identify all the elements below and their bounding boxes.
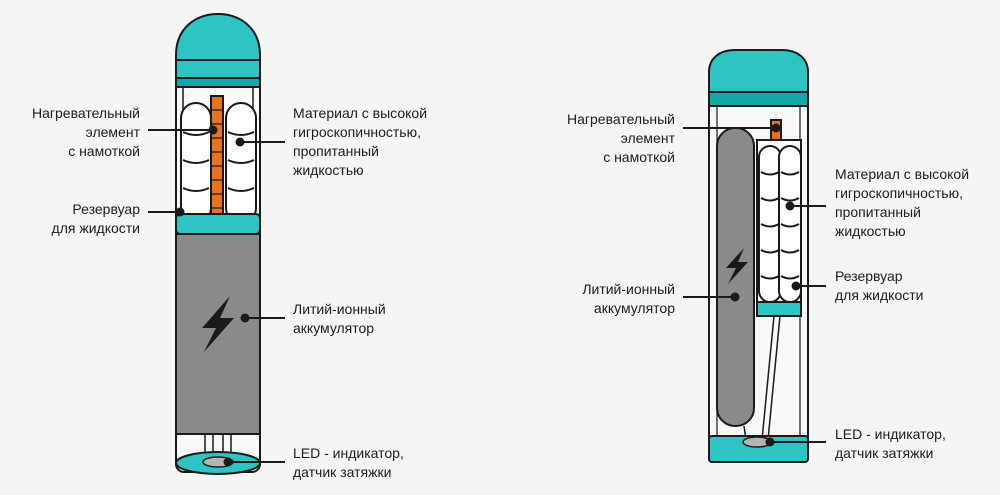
left-mouthpiece-collar — [175, 59, 261, 79]
right-callouts — [683, 123, 826, 447]
left-absorbent-material — [180, 102, 257, 224]
left-callouts — [148, 125, 285, 467]
left-heating-element — [210, 95, 224, 223]
right-liquid-reservoir — [756, 301, 802, 317]
label-left-liquid-reservoir: Резервуар для жидкости — [51, 201, 140, 236]
left-mouthpiece — [175, 12, 261, 61]
label-right-led-sensor: LED - индикатор, датчик затяжки — [835, 426, 946, 461]
lightning-bolt-icon — [726, 248, 748, 284]
label-right-battery: Литий-ионный аккумулятор — [582, 281, 675, 316]
right-absorbent-material — [758, 145, 802, 303]
label-left-heating-element: Нагревательный элемент с намоткой — [32, 105, 140, 159]
label-right-absorbent-material: Материал с высокой гигроскопичностью, пр… — [835, 166, 970, 239]
right-mouthpiece — [708, 49, 809, 101]
lightning-bolt-icon — [202, 296, 234, 352]
right-device — [708, 49, 809, 463]
label-right-heating-element: Нагревательный элемент с намоткой — [567, 111, 675, 165]
label-left-battery: Литий-ионный аккумулятор — [293, 301, 386, 336]
left-liquid-reservoir — [175, 213, 261, 235]
right-battery — [716, 127, 755, 427]
label-left-led-sensor: LED - индикатор, датчик затяжки — [293, 445, 404, 480]
left-device — [175, 12, 261, 475]
label-left-absorbent-material: Материал с высокой гигроскопичностью, пр… — [293, 105, 428, 178]
label-right-liquid-reservoir: Резервуар для жидкости — [835, 268, 924, 303]
